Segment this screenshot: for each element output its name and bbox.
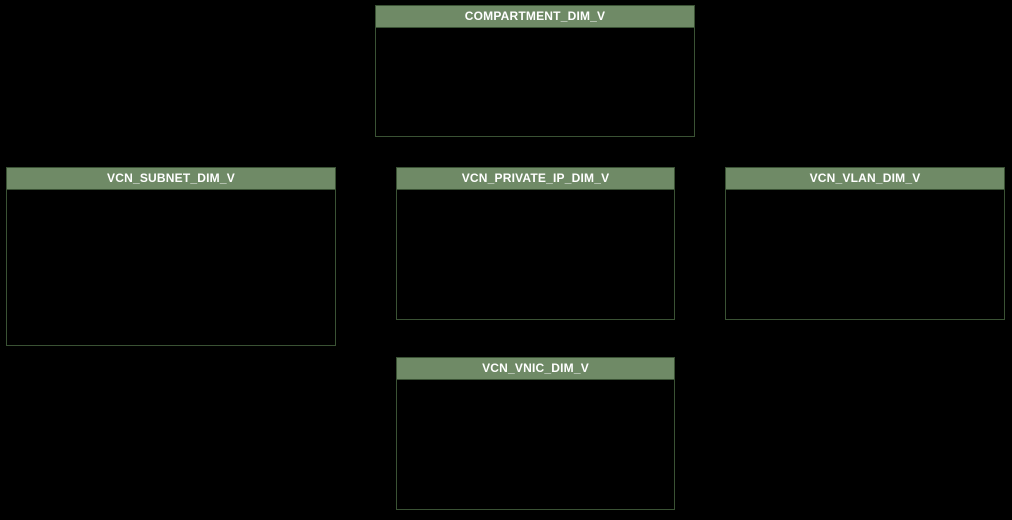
entity-box-vcn-vlan-dim-v[interactable]: VCN_VLAN_DIM_V bbox=[725, 167, 1005, 320]
entity-body-vcn-subnet-dim-v bbox=[7, 190, 335, 345]
entity-title-vcn-private-ip-dim-v: VCN_PRIVATE_IP_DIM_V bbox=[397, 168, 674, 190]
entity-title-vcn-vlan-dim-v: VCN_VLAN_DIM_V bbox=[726, 168, 1004, 190]
entity-title-compartment-dim-v: COMPARTMENT_DIM_V bbox=[376, 6, 694, 28]
entity-title-vcn-subnet-dim-v: VCN_SUBNET_DIM_V bbox=[7, 168, 335, 190]
entity-box-vcn-subnet-dim-v[interactable]: VCN_SUBNET_DIM_V bbox=[6, 167, 336, 346]
entity-body-vcn-private-ip-dim-v bbox=[397, 190, 674, 319]
entity-body-compartment-dim-v bbox=[376, 28, 694, 136]
entity-box-compartment-dim-v[interactable]: COMPARTMENT_DIM_V bbox=[375, 5, 695, 137]
entity-box-vcn-vnic-dim-v[interactable]: VCN_VNIC_DIM_V bbox=[396, 357, 675, 510]
entity-body-vcn-vlan-dim-v bbox=[726, 190, 1004, 319]
entity-box-vcn-private-ip-dim-v[interactable]: VCN_PRIVATE_IP_DIM_V bbox=[396, 167, 675, 320]
entity-body-vcn-vnic-dim-v bbox=[397, 380, 674, 509]
entity-title-vcn-vnic-dim-v: VCN_VNIC_DIM_V bbox=[397, 358, 674, 380]
